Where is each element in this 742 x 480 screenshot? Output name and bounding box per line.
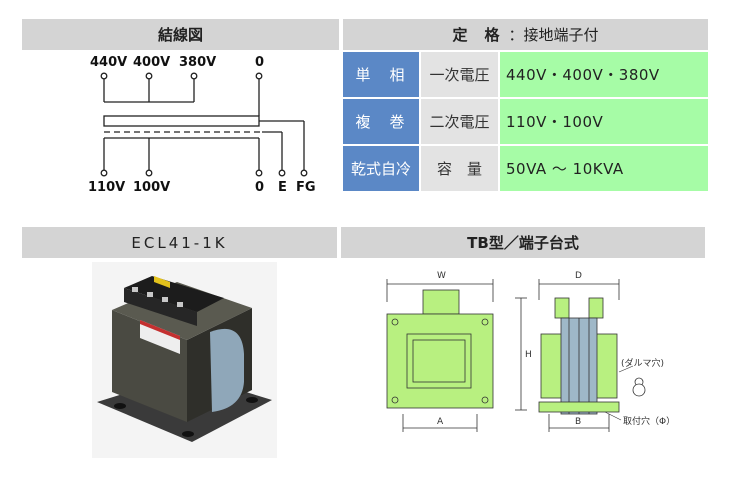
spec-label-double-winding: 複 巻 <box>343 99 419 144</box>
terminal-label-e: E <box>278 180 287 195</box>
terminal-label-440v: 440V <box>90 55 127 70</box>
primary-terminals <box>100 72 263 80</box>
rating-label-stripe <box>140 320 180 340</box>
secondary-terminals <box>100 169 308 177</box>
terminal-label-0-secondary: 0 <box>255 180 264 195</box>
spec-value-secondary-voltage: 110V・100V <box>500 99 708 144</box>
dimension-drawing-title: TB型／端子台式 <box>467 234 579 252</box>
dimension-drawing: W A H D B (ダルマ穴) 取付穴（Φ） <box>386 271 675 432</box>
wiring-diagram-title: 結線図 <box>157 26 203 44</box>
terminal-label-400v: 400V <box>133 55 170 70</box>
spec-value-capacity: 50VA ～ 10KVA <box>500 146 708 191</box>
wiring-diagram-header: 結線図 <box>22 19 339 50</box>
side-view <box>538 279 620 432</box>
dimension-drawing-header: TB型／端子台式 <box>341 227 705 258</box>
spec-name-secondary-voltage: 二次電圧 <box>421 99 498 144</box>
spec-table-header: 定 格 ：接地端子付 <box>343 19 708 50</box>
spec-name-capacity: 容 量 <box>421 146 498 191</box>
spec-label-dry-self-cooled: 乾式自冷 <box>343 146 419 191</box>
front-view <box>386 279 527 432</box>
spec-label-single-phase: 単 相 <box>343 52 419 97</box>
mount-hole-icon <box>114 403 126 409</box>
primary-winding-lines <box>103 79 305 170</box>
terminal-block-front <box>124 288 197 326</box>
rating-label <box>140 320 180 354</box>
dimension-label-a: A <box>437 417 444 427</box>
product-model-header: ECL41-1K <box>22 227 337 258</box>
terminal-label-fg: FG <box>296 180 316 195</box>
spec-header-sub: ：接地端子付 <box>508 26 599 44</box>
spec-name-primary-voltage: 一次電圧 <box>421 52 498 97</box>
terminal-label-380v: 380V <box>179 55 216 70</box>
dimension-label-w: W <box>437 271 446 281</box>
dimension-label-b: B <box>575 417 581 427</box>
dimension-label-h: H <box>525 350 532 360</box>
dimension-label-d: D <box>575 271 582 281</box>
mount-hole-icon <box>246 397 258 403</box>
coil <box>210 328 244 412</box>
terminal-block <box>124 276 224 312</box>
terminal-screws <box>132 287 183 307</box>
terminal-label-110v: 110V <box>88 180 125 195</box>
mount-hole-icon <box>182 431 194 437</box>
product-model-title: ECL41-1K <box>131 233 228 252</box>
terminal-cover-yellow <box>154 276 170 288</box>
terminal-label-0-primary: 0 <box>255 55 264 70</box>
daruma-hole-label: (ダルマ穴) <box>621 357 664 369</box>
spec-header-main: 定 格 <box>452 26 501 44</box>
mount-hole-label: 取付穴（Φ） <box>623 415 675 427</box>
terminal-label-100v: 100V <box>133 180 170 195</box>
transformer-product-image <box>92 262 277 458</box>
spec-value-primary-voltage: 440V・400V・380V <box>500 52 708 97</box>
wiring-diagram: 440V 400V 380V 0 110V 10 <box>88 55 316 195</box>
daruma-hole-icon <box>632 377 646 397</box>
